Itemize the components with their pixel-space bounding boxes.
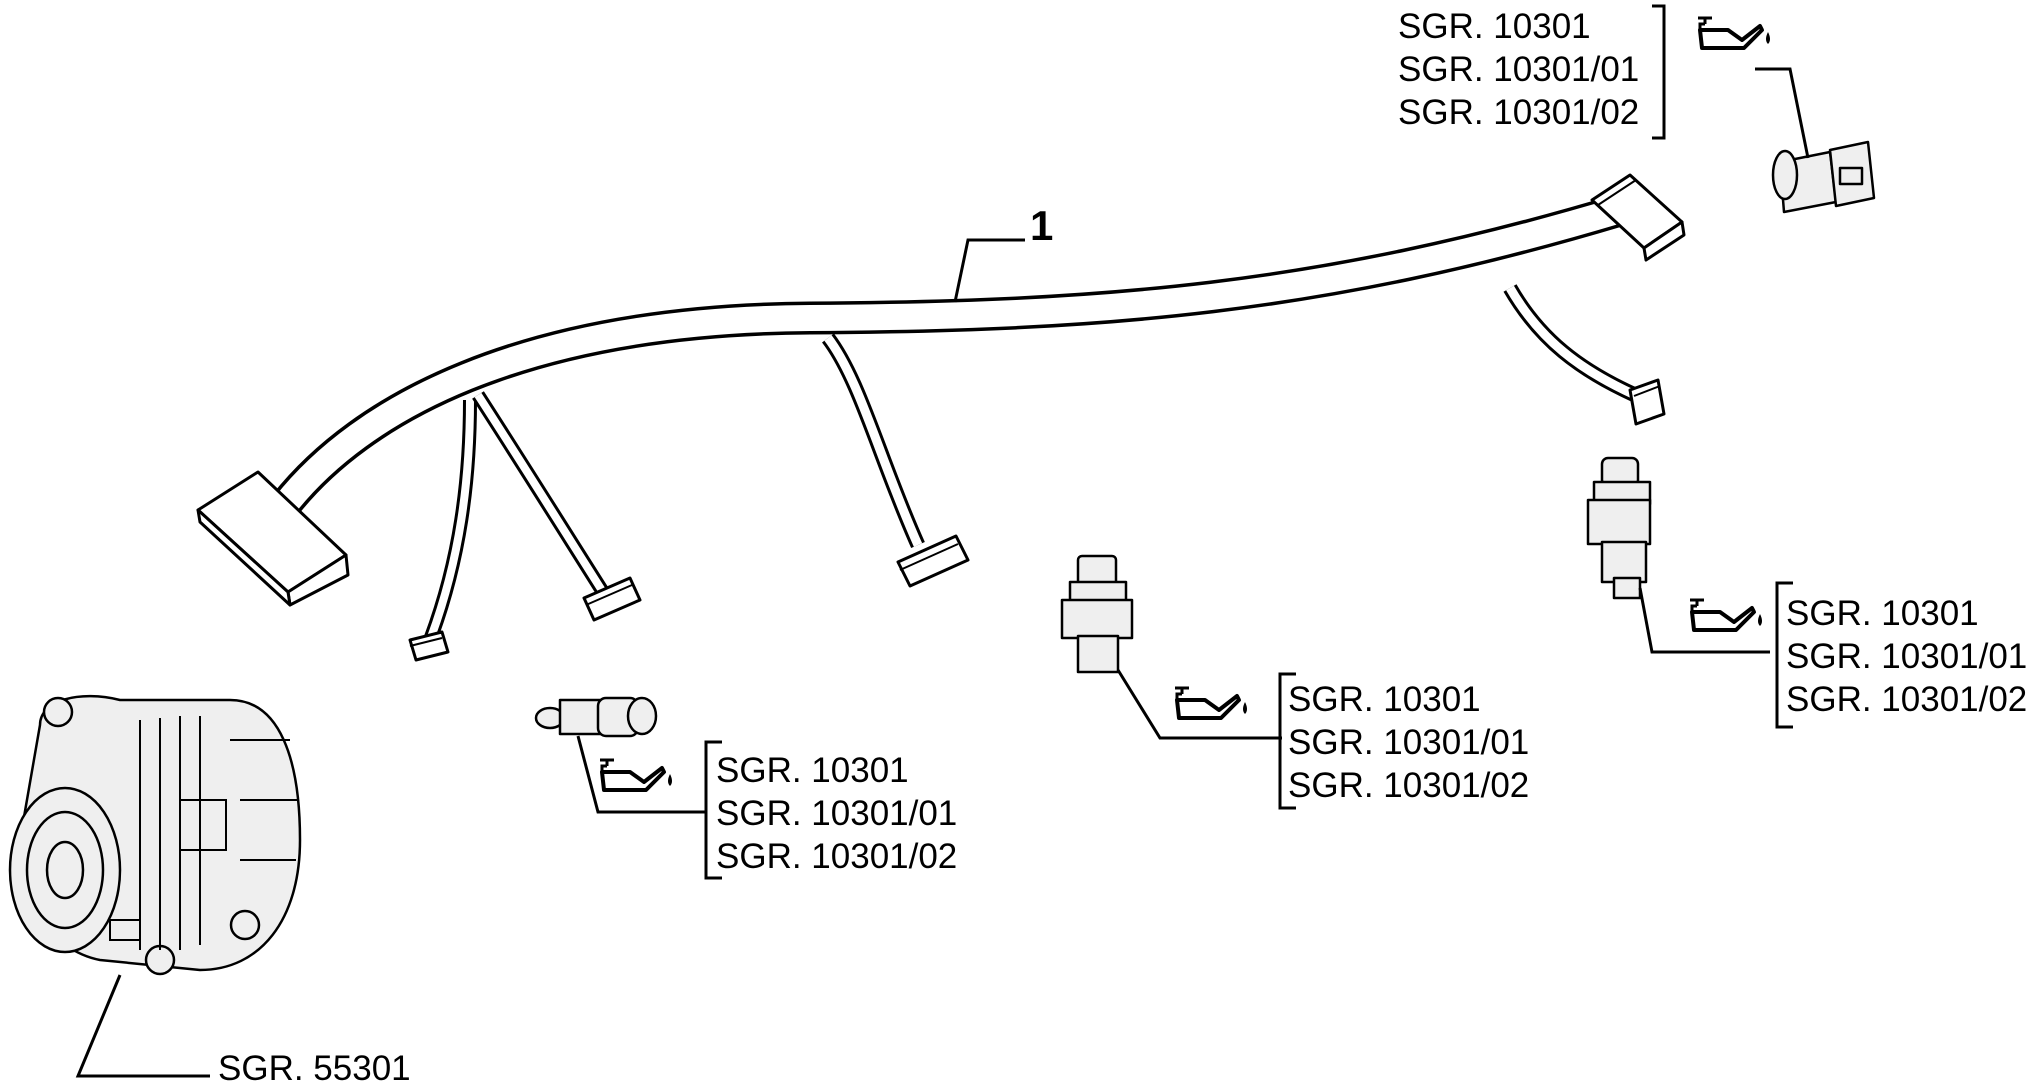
callout-left-line-2: SGR. 10301/01 xyxy=(716,794,957,833)
callout-right: SGR. 10301 SGR. 10301/01 SGR. 10301/02 xyxy=(1786,594,2027,719)
harness-connector-small-4 xyxy=(1628,378,1666,426)
wiring-harness xyxy=(196,173,1686,662)
callout-top-right-line-2: SGR. 10301/01 xyxy=(1398,50,1639,89)
harness-connector-end xyxy=(1590,173,1686,262)
harness-connector-small-2 xyxy=(582,576,642,622)
callout-left-line-1: SGR. 10301 xyxy=(716,751,909,790)
pressure-sensor-right xyxy=(1586,456,1652,600)
harness-connector-small-3 xyxy=(896,534,970,588)
callout-middle-line-3: SGR. 10301/02 xyxy=(1288,766,1529,805)
callout-top-right-line-1: SGR. 10301 xyxy=(1398,7,1591,46)
callout-left-line-3: SGR. 10301/02 xyxy=(716,837,957,876)
pressure-sensor-middle xyxy=(1060,554,1134,674)
pressure-sensor-left xyxy=(534,696,658,738)
callout-right-line-1: SGR. 10301 xyxy=(1786,594,1979,633)
callout-right-line-3: SGR. 10301/02 xyxy=(1786,680,2027,719)
harness-connector-large xyxy=(196,470,350,607)
oil-can-icon xyxy=(1688,598,1764,632)
pressure-sensor-top-right xyxy=(1771,140,1876,214)
callout-left: SGR. 10301 SGR. 10301/01 SGR. 10301/02 xyxy=(716,751,957,876)
callout-top-right: SGR. 10301 SGR. 10301/01 SGR. 10301/02 xyxy=(1398,7,1639,132)
harness-part-number: 1 xyxy=(1030,202,1053,249)
callout-middle: SGR. 10301 SGR. 10301/01 SGR. 10301/02 xyxy=(1288,680,1529,805)
callout-top-right-line-3: SGR. 10301/02 xyxy=(1398,93,1639,132)
callout-right-line-2: SGR. 10301/01 xyxy=(1786,637,2027,676)
oil-can-icon xyxy=(1696,16,1772,50)
callout-middle-line-1: SGR. 10301 xyxy=(1288,680,1481,719)
harness-connector-small-1 xyxy=(408,630,450,662)
oil-can-icon xyxy=(1173,686,1249,720)
alternator xyxy=(8,694,302,976)
callout-middle-line-2: SGR. 10301/01 xyxy=(1288,723,1529,762)
oil-can-icon xyxy=(598,758,674,792)
callout-alternator-line-1: SGR. 55301 xyxy=(218,1049,411,1083)
